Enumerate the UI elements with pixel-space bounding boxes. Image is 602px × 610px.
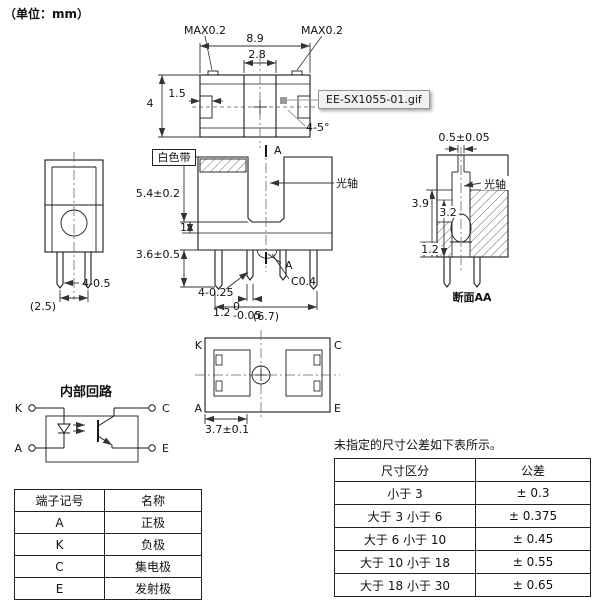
dim-pins-side: 4-0.5: [82, 277, 110, 290]
dim-aperture: 0.5±0.05: [438, 131, 489, 144]
optical-axis-label: 光轴: [336, 176, 358, 190]
dim-pin-thickness-tol-lower: -0.05: [233, 309, 261, 322]
tolerance-note: 未指定的尺寸公差如下表所示。: [334, 438, 503, 452]
dim-width-center: 2.8: [248, 48, 266, 61]
front-view: 光轴 A A C0.4 5.4±0.2 1 3.6±0.5 4-0.25 1.2…: [136, 144, 358, 323]
dim-angle: 4-5°: [306, 121, 329, 134]
table-row: 大于 6 小于 10 ± 0.45: [334, 527, 591, 551]
optical-axis-label: 光轴: [484, 177, 506, 191]
table-cell: ± 0.3: [475, 481, 591, 505]
terminal-table-header: 名称: [104, 489, 202, 512]
tolerance-table: 尺寸区分 公差 小于 3 ± 0.3 大于 3 小于 6 ± 0.375 大于 …: [334, 458, 591, 597]
optical-axis-label-bg: [481, 176, 513, 190]
table-row: 小于 3 ± 0.3: [334, 481, 591, 505]
dim-pin-thickness: 1.2: [213, 306, 231, 319]
terminal-table-header: 端子记号: [14, 489, 105, 512]
dim-pin-length: 3.6±0.5: [136, 248, 180, 261]
table-row: A 正极: [14, 511, 202, 534]
table-cell: ± 0.65: [475, 573, 591, 597]
dim-12: 1.2: [421, 243, 439, 256]
table-row: K 负极: [14, 533, 202, 556]
table-cell: ± 0.375: [475, 504, 591, 528]
section-aa-view: 0.5±0.05 光轴 3.9 3.2 1.2 断面AA: [404, 131, 513, 304]
table-cell: 负极: [104, 533, 202, 556]
terminal-label-k: K: [15, 402, 23, 415]
section-mark-bottom: A: [285, 259, 293, 272]
table-row: C 集电极: [14, 555, 202, 578]
section-aa-title: 断面AA: [452, 290, 492, 304]
tolerance-table-header-row: 尺寸区分 公差: [334, 458, 591, 482]
table-row: 大于 10 小于 18 ± 0.55: [334, 550, 591, 574]
table-row: 大于 3 小于 6 ± 0.375: [334, 504, 591, 528]
terminal-table-header-row: 端子记号 名称: [14, 489, 202, 512]
filename-tooltip: EE-SX1055-01.gif: [318, 90, 430, 109]
bottom-view: K C A E 3.7±0.1: [194, 330, 342, 436]
top-view-geometry: [192, 56, 318, 148]
table-cell: E: [14, 577, 105, 600]
dim-pin-span: (6.7): [253, 310, 279, 323]
unit-label: （单位：mm）: [4, 7, 90, 21]
table-cell: 大于 10 小于 18: [334, 550, 476, 574]
dim-32: 3.2: [439, 206, 457, 219]
corner-label-e: E: [334, 402, 341, 415]
white-band-label: 白色带: [152, 149, 196, 166]
corner-label-k: K: [195, 339, 203, 352]
dim-depth-ref: (2.5): [30, 300, 56, 313]
top-view-dimensions: [158, 35, 323, 138]
dim-pin-width: 1.5: [168, 87, 186, 100]
internal-circuit-geometry: [28, 404, 156, 463]
tolerance-table-header: 公差: [475, 458, 591, 482]
table-cell: 发射极: [104, 577, 202, 600]
dim-chamfer: C0.4: [291, 275, 316, 288]
table-cell: K: [14, 533, 105, 556]
tolerance-table-header: 尺寸区分: [334, 458, 476, 482]
dim-max-right: MAX0.2: [301, 24, 343, 37]
internal-circuit-title: 内部回路: [60, 385, 113, 400]
table-row: 大于 18 小于 30 ± 0.65: [334, 573, 591, 597]
front-view-geometry: [197, 145, 333, 290]
terminal-label-c: C: [162, 402, 170, 415]
dim-39-bg: [404, 197, 430, 209]
dim-pin-thickness-tol-upper: 0: [233, 300, 240, 313]
dim-max-left: MAX0.2: [184, 24, 226, 37]
dim-pins-spec: 4-0.25: [198, 286, 233, 299]
table-cell: C: [14, 555, 105, 578]
section-mark-top: A: [274, 144, 282, 157]
top-view: MAX0.2 MAX0.2 8.9 2.8 4 1.5 4-5°: [147, 24, 343, 148]
table-cell: ± 0.55: [475, 550, 591, 574]
table-row: E 发射极: [14, 577, 202, 600]
dim-12-bg: [420, 243, 441, 255]
dim-height: 4: [147, 97, 154, 110]
table-cell: 大于 3 小于 6: [334, 504, 476, 528]
table-cell: 大于 18 小于 30: [334, 573, 476, 597]
dim-slot-depth: 5.4±0.2: [136, 187, 180, 200]
table-cell: 大于 6 小于 10: [334, 527, 476, 551]
dim-pitch: 3.7±0.1: [205, 423, 249, 436]
front-view-dimensions: [180, 156, 334, 311]
dim-width-overall: 8.9: [246, 32, 264, 45]
terminal-label-a: A: [14, 442, 22, 455]
terminal-label-e: E: [162, 442, 169, 455]
table-cell: 集电极: [104, 555, 202, 578]
corner-label-c: C: [334, 339, 342, 352]
bottom-view-dimensions: [204, 414, 248, 424]
dim-step: 1: [180, 221, 187, 234]
dim-32-bg: [438, 206, 459, 218]
table-cell: 小于 3: [334, 481, 476, 505]
terminal-table: 端子记号 名称 A 正极 K 负极 C 集电极 E 发射极: [14, 489, 202, 600]
left-side-view-geometry: [44, 152, 104, 300]
left-side-view-dimensions: [59, 279, 89, 302]
dim-39: 3.9: [412, 197, 430, 210]
table-cell: A: [14, 511, 105, 534]
table-cell: ± 0.45: [475, 527, 591, 551]
left-side-view: 4-0.5 (2.5): [30, 152, 110, 313]
bottom-view-geometry: [195, 330, 340, 420]
table-cell: 正极: [104, 511, 202, 534]
internal-circuit: K C A E: [14, 402, 170, 463]
corner-label-a: A: [194, 402, 202, 415]
